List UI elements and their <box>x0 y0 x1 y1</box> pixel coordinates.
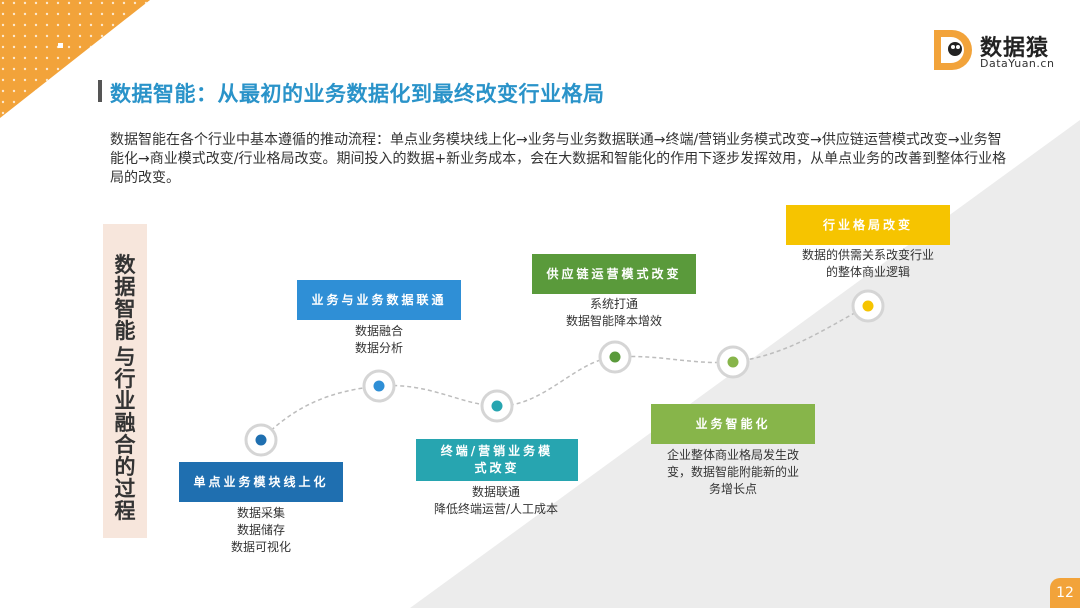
page-number: 12 <box>1050 578 1080 608</box>
step-6-desc: 数据的供需关系改变行业的整体商业逻辑 <box>801 248 934 279</box>
side-label-line1: 数据智能 <box>103 254 147 342</box>
side-label-char: 过 <box>114 477 136 501</box>
step-1-desc: 数据采集数据储存数据可视化 <box>230 506 291 554</box>
side-label-char: 合 <box>114 433 136 457</box>
node-circle-1 <box>244 423 278 457</box>
side-label-char: 程 <box>114 499 136 523</box>
intro-paragraph: 数据智能在各个行业中基本遵循的推动流程：单点业务模块线上化→业务与业务数据联通→… <box>110 132 1007 186</box>
title-accent-bar <box>98 80 102 102</box>
brand-name: 数据猿 <box>980 36 1050 61</box>
datayuan-logo <box>934 30 972 70</box>
step-2-box: 业务与业务数据联通 <box>297 280 461 320</box>
step-2-desc: 数据融合数据分析 <box>354 324 403 355</box>
side-label-panel: 数据智能 与行业融合的过程 <box>103 224 147 538</box>
side-label-char: 业 <box>114 389 136 413</box>
step-1-box: 单点业务模块线上化 <box>179 462 343 502</box>
step-5-desc: 企业整体商业格局发生改变，数据智能附能新的业务增长点 <box>666 448 799 496</box>
step-3-box: 终端/营销业务模式改变 <box>416 439 578 481</box>
side-label-char: 的 <box>114 455 136 479</box>
node-circle-4 <box>598 340 632 374</box>
side-label-char: 据 <box>114 275 136 299</box>
page-title: 数据智能：从最初的业务数据化到最终改变行业格局 <box>110 82 605 106</box>
node-circle-2 <box>362 369 396 403</box>
step-4-desc: 系统打通数据智能降本增效 <box>565 297 662 328</box>
side-label-line2: 与行业融合的过程 <box>103 346 147 522</box>
side-label-char: 智 <box>114 297 136 321</box>
brand-domain: DataYuan.cn <box>980 57 1055 70</box>
step-4-box: 供应链运营模式改变 <box>532 254 696 294</box>
side-label-char: 数 <box>114 253 136 277</box>
side-label-char: 行 <box>114 367 136 391</box>
node-circle-6 <box>851 289 885 323</box>
step-5-box: 业务智能化 <box>651 404 815 444</box>
step-3-desc: 数据联通降低终端运营/人工成本 <box>433 485 559 516</box>
side-label-char: 与 <box>114 345 136 369</box>
step-6-box: 行业格局改变 <box>786 205 950 245</box>
node-circle-3 <box>480 389 514 423</box>
side-label-char: 能 <box>114 319 136 343</box>
node-circle-5 <box>716 345 750 379</box>
side-label-char: 融 <box>114 411 136 435</box>
